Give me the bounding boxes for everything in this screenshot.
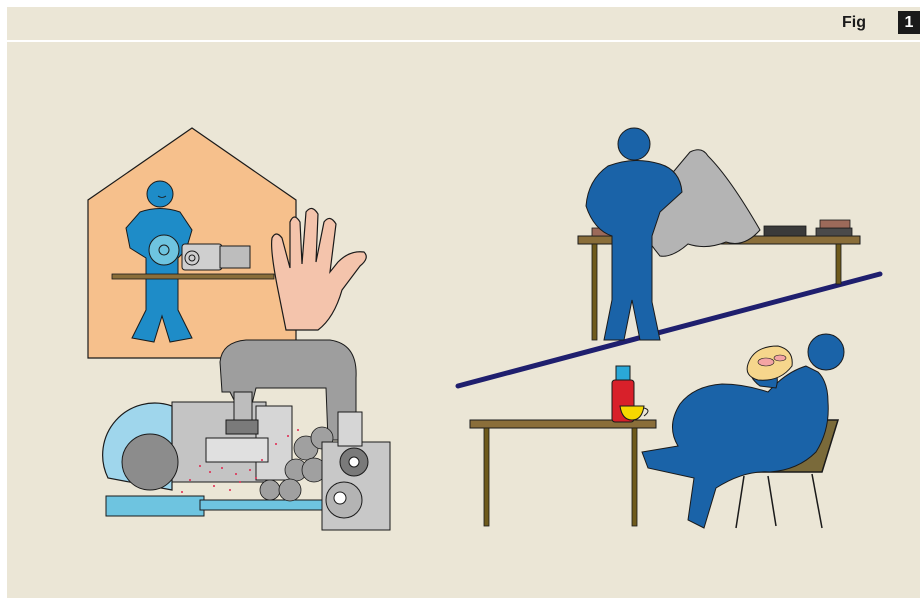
machinery-icon bbox=[103, 340, 390, 530]
machine-base bbox=[106, 496, 204, 516]
resting-person-icon bbox=[642, 334, 844, 528]
house-scene bbox=[88, 128, 296, 358]
workbench bbox=[112, 274, 274, 279]
motor bbox=[182, 244, 222, 270]
covered-machine-scene bbox=[578, 128, 860, 340]
break-scene bbox=[470, 334, 844, 528]
grinder-disc bbox=[149, 235, 179, 265]
house-shape bbox=[88, 128, 296, 358]
divider-line bbox=[458, 274, 880, 386]
sandwich-icon bbox=[747, 346, 792, 380]
